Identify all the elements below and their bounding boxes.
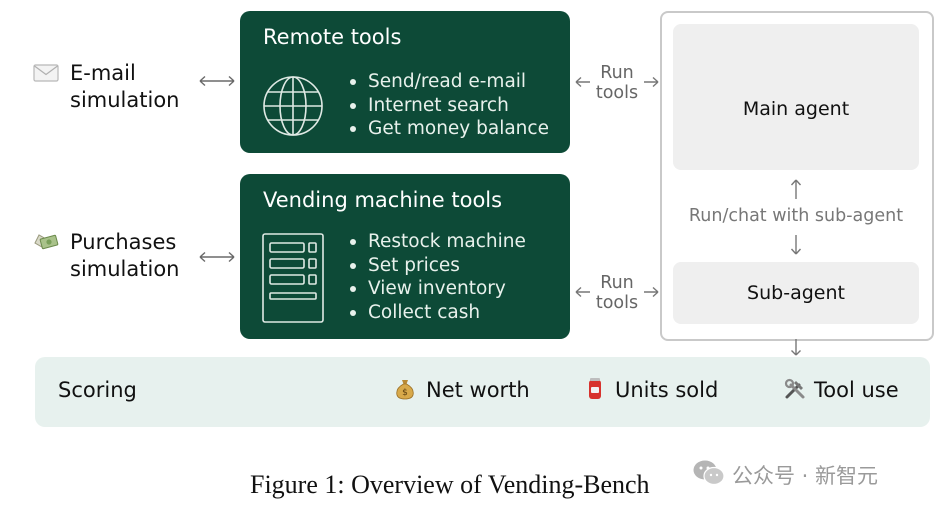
- sub-agent-label: Sub-agent: [747, 282, 845, 304]
- watermark-text: 公众号 · 新智元: [732, 464, 879, 488]
- remote-tool-item: Get money balance: [348, 117, 549, 141]
- envelope-icon: [33, 64, 59, 86]
- email-simulation: E-mail simulation: [33, 60, 198, 116]
- purchases-simulation: Purchases simulation: [33, 229, 203, 285]
- remote-tools-box: Remote tools Send/read e-mail Internet s…: [240, 11, 570, 153]
- email-label-line1: E-mail: [70, 61, 136, 85]
- metric-label: Units sold: [615, 378, 719, 402]
- run-tools-left-arrow: [575, 286, 590, 298]
- globe-icon: [262, 75, 324, 141]
- money-bag-icon: $: [395, 378, 415, 404]
- vending-tools-title: Vending machine tools: [263, 188, 503, 212]
- wechat-icon: [692, 459, 726, 491]
- main-agent-label: Main agent: [742, 98, 850, 120]
- remote-tools-list: Send/read e-mail Internet search Get mon…: [348, 70, 549, 141]
- agent-frame: Main agent Run/chat with sub-agent Sub-a…: [660, 11, 934, 341]
- run-tools-left-arrow: [575, 76, 590, 88]
- run-tools-line1: Run: [600, 63, 634, 83]
- vending-tool-item: Set prices: [348, 254, 526, 278]
- hammer-wrench-icon: [784, 378, 806, 404]
- scoring-label: Scoring: [58, 378, 137, 402]
- up-arrow: [790, 179, 802, 199]
- vending-tool-item: Restock machine: [348, 230, 526, 254]
- run-tools-line1: Run: [600, 273, 634, 293]
- money-wings-icon: [33, 231, 59, 257]
- sub-agent-box: Sub-agent: [673, 262, 919, 324]
- vending-tools-box: Vending machine tools Restock machine Se…: [240, 174, 570, 339]
- metric-label: Tool use: [814, 378, 899, 402]
- vending-tool-item: View inventory: [348, 277, 526, 301]
- run-tools-line2: tools: [595, 83, 639, 103]
- vending-tool-item: Collect cash: [348, 301, 526, 325]
- run-tools-line2: tools: [595, 293, 639, 313]
- purchases-simulation-label: Purchases simulation: [70, 229, 179, 283]
- remote-tool-item: Internet search: [348, 94, 549, 118]
- main-agent-box: Main agent: [673, 24, 919, 170]
- purchases-double-arrow: [199, 251, 235, 263]
- purchases-label-line1: Purchases: [70, 230, 177, 254]
- run-tools-label-top: Run tools: [590, 63, 644, 103]
- svg-text:$: $: [402, 388, 408, 398]
- figure-caption: Figure 1: Overview of Vending-Bench: [250, 470, 650, 499]
- run-tools-right-arrow: [644, 76, 659, 88]
- remote-tools-title: Remote tools: [263, 25, 402, 49]
- purchases-label-line2: simulation: [70, 257, 180, 281]
- frame-to-scoring-arrow: [791, 339, 801, 356]
- run-chat-subagent-label: Run/chat with sub-agent: [688, 206, 904, 226]
- metric-label: Net worth: [426, 378, 530, 402]
- scoring-bar: Scoring $ Net worth Units sold Tool use: [35, 357, 930, 427]
- email-simulation-label: E-mail simulation: [70, 60, 179, 114]
- remote-tool-item: Send/read e-mail: [348, 70, 549, 94]
- run-tools-label-bottom: Run tools: [590, 273, 644, 313]
- soda-can-icon: [587, 377, 603, 405]
- down-arrow: [790, 235, 802, 255]
- run-tools-right-arrow: [644, 286, 659, 298]
- email-double-arrow: [199, 75, 235, 87]
- vending-tools-list: Restock machine Set prices View inventor…: [348, 230, 526, 324]
- email-label-line2: simulation: [70, 88, 180, 112]
- vending-machine-icon: [262, 233, 324, 327]
